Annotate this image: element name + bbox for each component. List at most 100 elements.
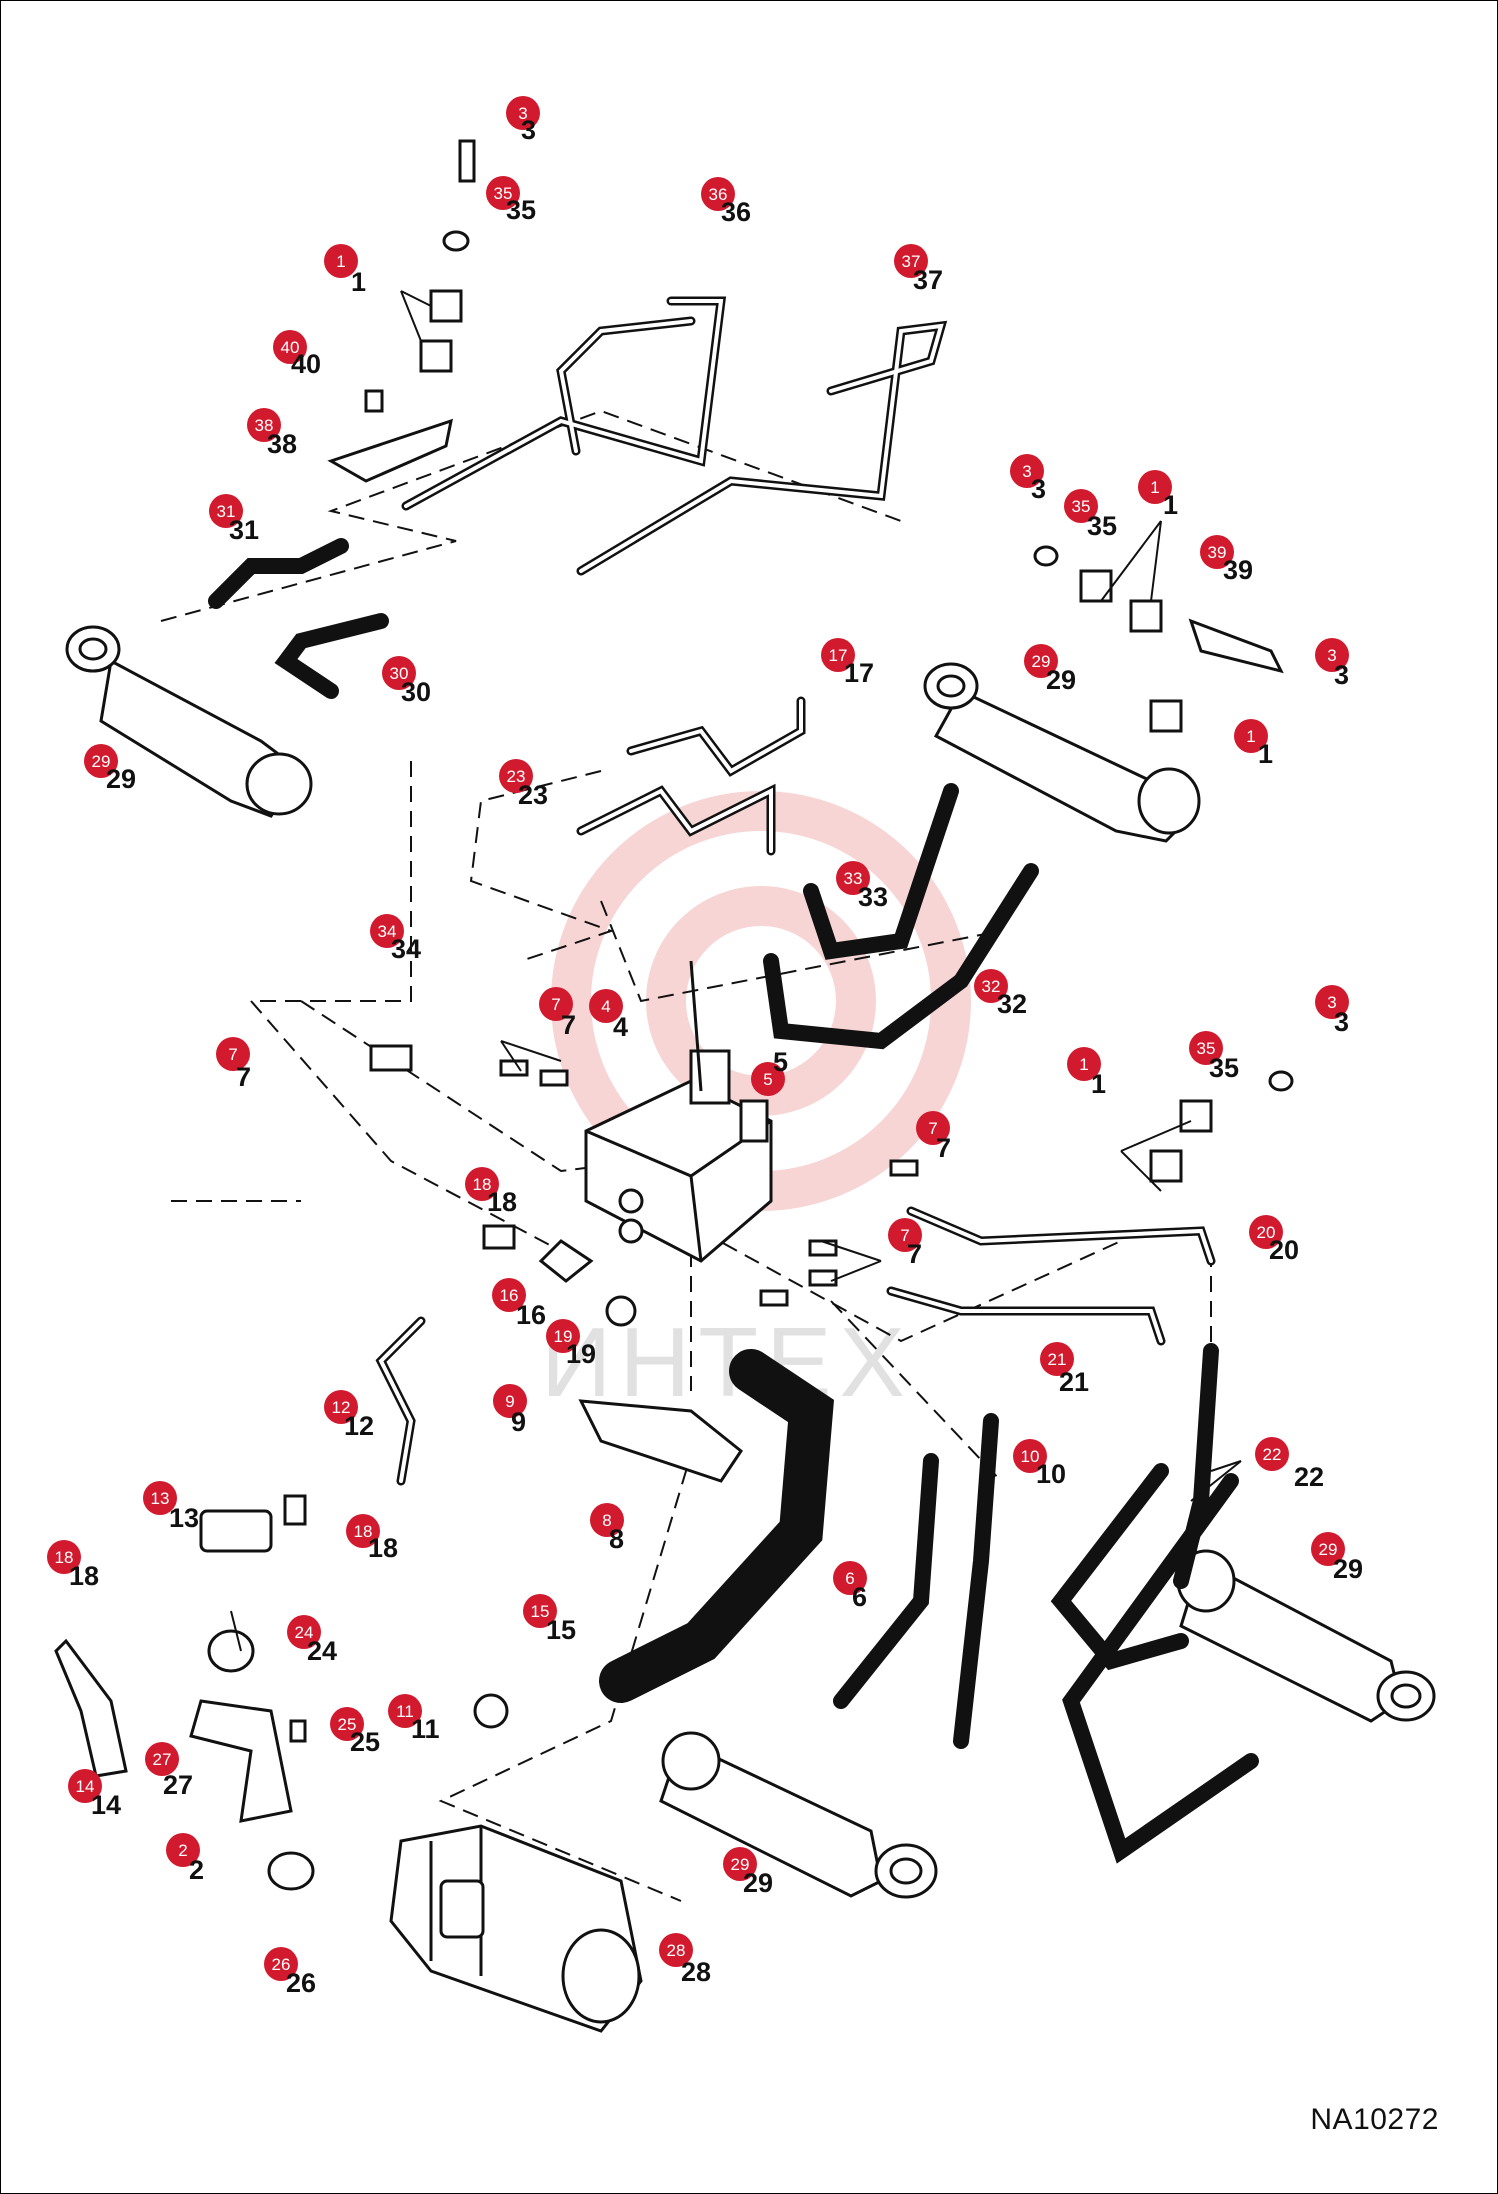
svg-text:20: 20	[1269, 1235, 1299, 1265]
svg-text:12: 12	[332, 1398, 351, 1417]
svg-text:23: 23	[518, 780, 548, 810]
svg-text:34: 34	[391, 934, 421, 964]
svg-text:34: 34	[378, 922, 397, 941]
svg-text:14: 14	[76, 1777, 95, 1796]
svg-text:37: 37	[913, 265, 943, 295]
svg-text:7: 7	[228, 1045, 237, 1064]
svg-text:35: 35	[1209, 1053, 1239, 1083]
callout-3: 33	[1315, 985, 1349, 1037]
svg-text:1: 1	[1246, 727, 1255, 746]
svg-text:1: 1	[1163, 490, 1178, 520]
svg-text:3: 3	[1022, 462, 1031, 481]
svg-text:3: 3	[1334, 660, 1349, 690]
svg-text:7: 7	[907, 1239, 922, 1269]
svg-text:31: 31	[229, 515, 259, 545]
callout-7: 77	[216, 1037, 251, 1092]
svg-text:18: 18	[473, 1175, 492, 1194]
svg-text:9: 9	[511, 1407, 526, 1437]
svg-text:38: 38	[255, 416, 274, 435]
svg-text:17: 17	[829, 646, 848, 665]
svg-text:3: 3	[1327, 993, 1336, 1012]
svg-text:17: 17	[844, 658, 874, 688]
svg-text:7: 7	[936, 1133, 951, 1163]
watermark-text: ИНТЕХ	[541, 1307, 913, 1417]
svg-text:15: 15	[531, 1602, 550, 1621]
svg-text:18: 18	[69, 1561, 99, 1591]
svg-text:29: 29	[743, 1868, 773, 1898]
svg-text:18: 18	[55, 1548, 74, 1567]
suction-hose-15	[599, 1349, 835, 1703]
leader-lines	[230, 290, 1242, 1652]
svg-text:1: 1	[1258, 739, 1273, 769]
svg-text:24: 24	[307, 1636, 337, 1666]
svg-text:7: 7	[928, 1119, 937, 1138]
svg-text:29: 29	[1319, 1540, 1338, 1559]
svg-text:18: 18	[354, 1522, 373, 1541]
callout-7: 77	[888, 1218, 922, 1269]
svg-text:16: 16	[516, 1300, 546, 1330]
svg-text:10: 10	[1021, 1447, 1040, 1466]
svg-text:4: 4	[613, 1012, 628, 1042]
svg-text:25: 25	[350, 1727, 380, 1757]
svg-text:27: 27	[163, 1770, 193, 1800]
callout-8: 88	[590, 1503, 624, 1554]
svg-text:7: 7	[561, 1010, 576, 1040]
svg-text:29: 29	[92, 752, 111, 771]
hydraulic-pump-28	[389, 1824, 643, 2033]
svg-text:18: 18	[368, 1533, 398, 1563]
svg-text:13: 13	[151, 1489, 170, 1508]
svg-text:7: 7	[900, 1226, 909, 1245]
svg-text:5: 5	[773, 1047, 788, 1077]
callout-4: 44	[589, 989, 628, 1042]
figure-code: NA10272	[1310, 2103, 1439, 2136]
callout-6: 66	[833, 1561, 867, 1612]
callout-3: 33	[506, 96, 540, 145]
svg-text:1: 1	[1091, 1069, 1106, 1099]
svg-text:26: 26	[272, 1955, 291, 1974]
svg-text:3: 3	[1031, 474, 1046, 504]
svg-text:29: 29	[1032, 652, 1051, 671]
svg-text:33: 33	[844, 869, 863, 888]
control-valve-block	[584, 960, 773, 1263]
svg-text:20: 20	[1257, 1223, 1276, 1242]
cylinder-upper-left	[65, 625, 313, 818]
svg-text:35: 35	[494, 184, 513, 203]
svg-text:5: 5	[763, 1070, 772, 1089]
svg-text:35: 35	[1197, 1039, 1216, 1058]
svg-text:23: 23	[507, 767, 526, 786]
callout-3: 33	[1010, 454, 1046, 504]
cylinder-lower-middle	[659, 1731, 938, 1899]
svg-text:36: 36	[721, 197, 751, 227]
svg-text:7: 7	[236, 1062, 251, 1092]
callout-1: 11	[1234, 719, 1273, 769]
svg-text:1: 1	[336, 252, 345, 271]
svg-text:10: 10	[1036, 1459, 1066, 1489]
cylinder-upper-right	[923, 662, 1201, 843]
svg-text:32: 32	[997, 989, 1027, 1019]
callout-1: 11	[1067, 1047, 1106, 1099]
svg-text:12: 12	[344, 1411, 374, 1441]
